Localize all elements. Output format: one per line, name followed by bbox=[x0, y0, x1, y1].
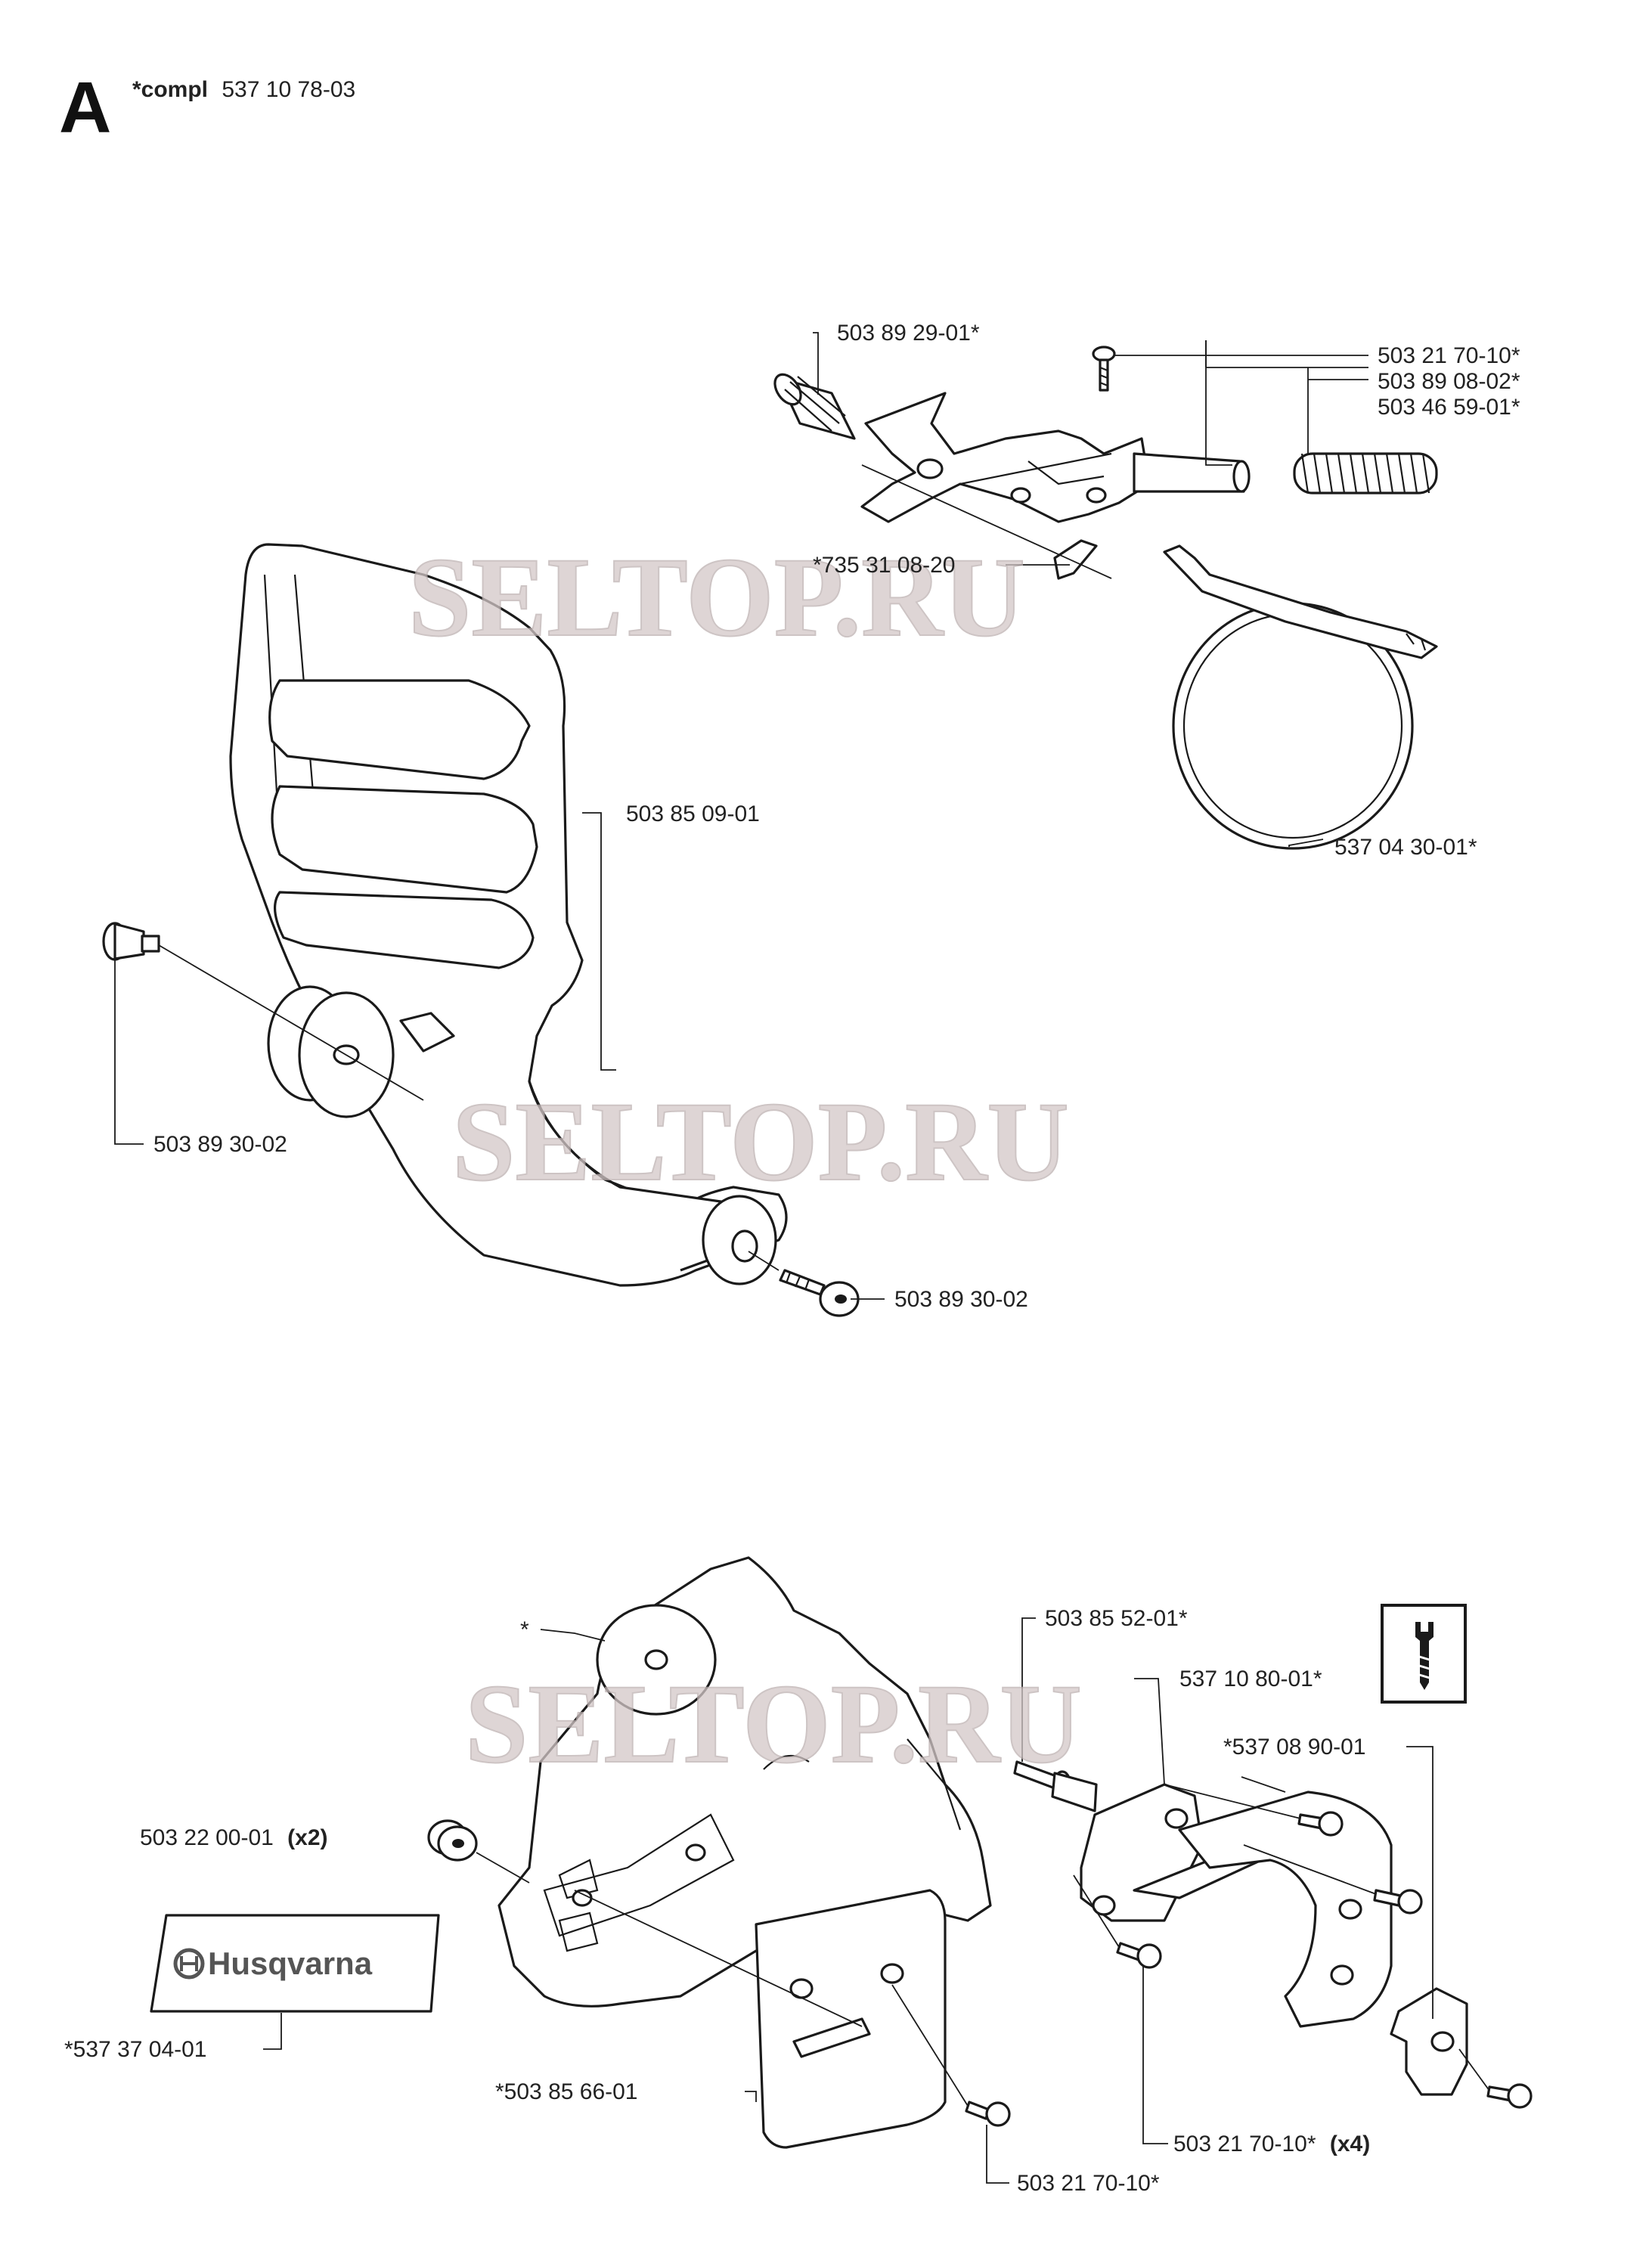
label-537-37-04-01: *537 37 04-01 bbox=[64, 2037, 207, 2062]
clip-part bbox=[1053, 539, 1098, 580]
clutch-cover-part bbox=[497, 1556, 992, 2008]
hand-guard-part bbox=[229, 543, 788, 1287]
screw-part-plate bbox=[891, 1984, 1011, 2127]
bolt-part-right bbox=[748, 1251, 860, 1317]
part-labels: 503 89 29-01* 503 21 70-10* 503 89 08-02… bbox=[64, 321, 1520, 2196]
label-503-89-29-01: 503 89 29-01* bbox=[837, 321, 980, 346]
bolt-part-left bbox=[102, 922, 424, 1101]
compl-label: *compl 537 10 78-03 bbox=[132, 77, 355, 102]
label-503-22-00-01-number: 503 22 00-01 bbox=[140, 1825, 274, 1850]
brake-band-part bbox=[1163, 544, 1438, 850]
label-503-22-00-01: 503 22 00-01 (x2) bbox=[140, 1825, 328, 1850]
stud-pin-part bbox=[1013, 1760, 1098, 1812]
husqvarna-logo: Husqvarna bbox=[173, 1946, 373, 1981]
brake-rod-part bbox=[1133, 452, 1251, 493]
label-537-10-80-01: 537 10 80-01* bbox=[1179, 1667, 1322, 1691]
label-503-85-09-01: 503 85 09-01 bbox=[626, 801, 760, 826]
label-503-46-59-01: 503 46 59-01* bbox=[1378, 395, 1520, 420]
label-503-89-30-02-right: 503 89 30-02 bbox=[894, 1287, 1028, 1312]
label-503-21-70-10-bottom: 503 21 70-10* bbox=[1017, 2171, 1160, 2196]
spring-part bbox=[1293, 452, 1438, 495]
label-asterisk: * bbox=[520, 1617, 529, 1642]
screw-part-bracket-3 bbox=[1073, 1874, 1162, 1969]
leader-lines bbox=[114, 332, 1433, 2184]
label-503-21-70-10-x4-qty: (x4) bbox=[1330, 2132, 1370, 2156]
brake-lever-part bbox=[860, 392, 1151, 523]
cover-plate-part bbox=[574, 1889, 947, 2149]
small-screw-part bbox=[1092, 346, 1116, 392]
compl-prefix: *compl bbox=[132, 77, 208, 102]
section-letter: A bbox=[59, 67, 111, 148]
label-537-08-90-01: *537 08 90-01 bbox=[1223, 1735, 1366, 1760]
label-503-89-30-02-left: 503 89 30-02 bbox=[153, 1132, 287, 1157]
watermark-1: SELTOP.RU bbox=[408, 535, 1025, 660]
compl-number: 537 10 78-03 bbox=[222, 77, 355, 102]
label-503-85-66-01: *503 85 66-01 bbox=[495, 2079, 638, 2104]
block-part bbox=[1390, 1987, 1468, 2096]
label-503-22-00-01-qty: (x2) bbox=[287, 1825, 327, 1850]
sleeve-part bbox=[773, 373, 856, 440]
brake-lever-assembly bbox=[773, 346, 1438, 580]
screw-part-bracket-2 bbox=[1243, 1844, 1423, 1915]
watermark-3: SELTOP.RU bbox=[465, 1661, 1082, 1787]
screw-part-bracket-1 bbox=[1164, 1784, 1344, 1837]
husqvarna-decal: Husqvarna bbox=[150, 1914, 440, 2013]
screw-part-block bbox=[1458, 2048, 1533, 2109]
chain-guard-part bbox=[1178, 1791, 1393, 2028]
husqvarna-logo-text: Husqvarna bbox=[208, 1946, 373, 1981]
label-735-31-08-20: *735 31 08-20 bbox=[813, 553, 956, 578]
label-503-85-52-01: 503 85 52-01* bbox=[1045, 1606, 1188, 1631]
label-503-21-70-10-top: 503 21 70-10* bbox=[1378, 343, 1520, 368]
tool-icon bbox=[1381, 1604, 1467, 1704]
label-503-21-70-10-x4: 503 21 70-10* (x4) bbox=[1173, 2132, 1370, 2156]
label-503-21-70-10-x4-number: 503 21 70-10* bbox=[1173, 2132, 1316, 2156]
watermark-2: SELTOP.RU bbox=[452, 1079, 1069, 1205]
washer-part bbox=[427, 1819, 530, 1884]
label-537-04-30-01: 537 04 30-01* bbox=[1334, 835, 1477, 860]
label-503-89-08-02: 503 89 08-02* bbox=[1378, 369, 1520, 394]
